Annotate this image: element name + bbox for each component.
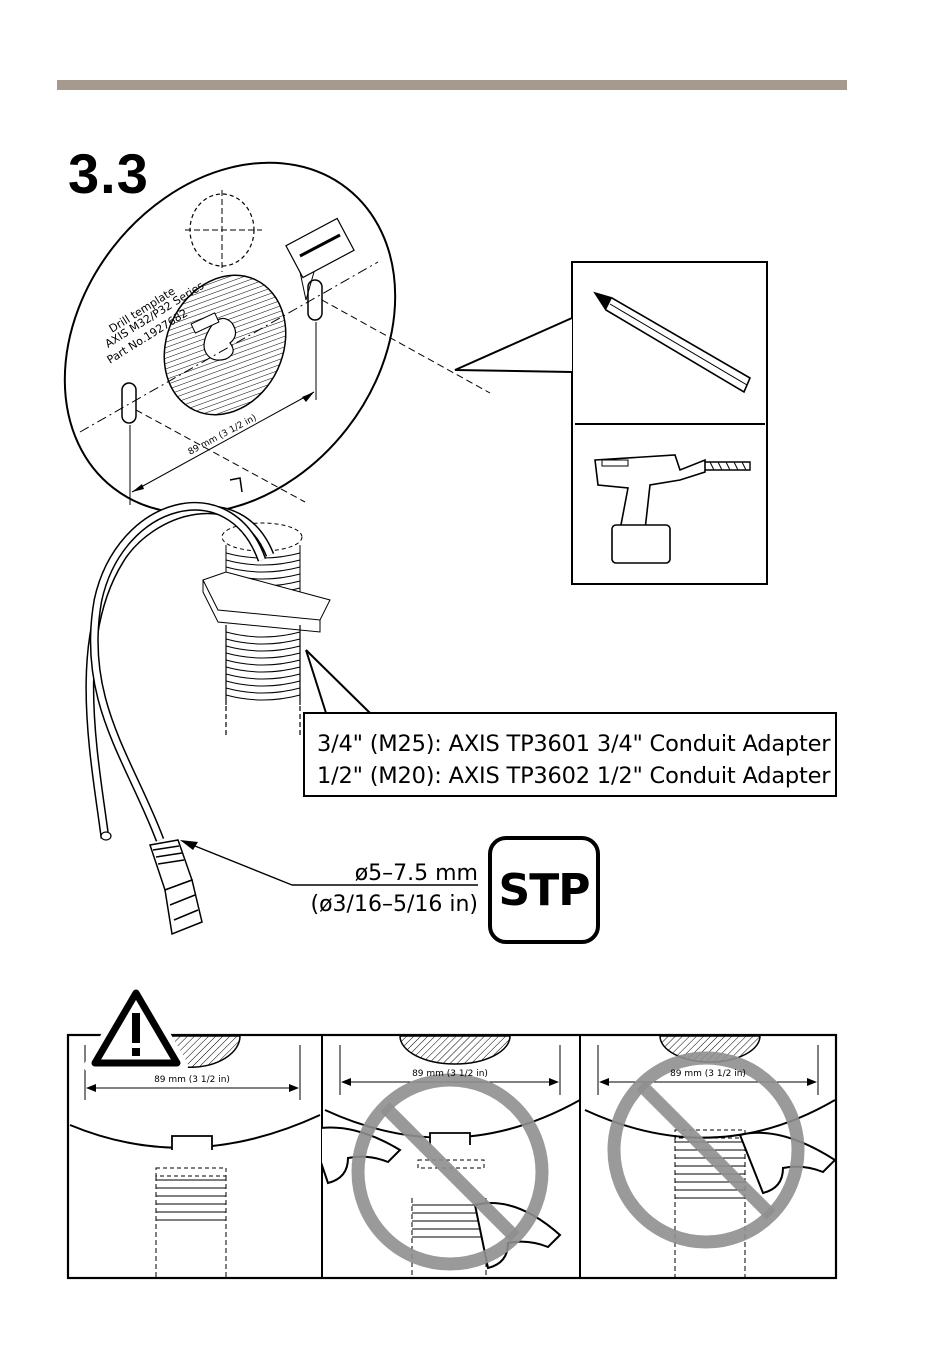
- conduit-line-m20: 1/2" (M20): AXIS TP3602 1/2" Conduit Ada…: [317, 760, 835, 792]
- cable-type-badge: STP: [488, 836, 600, 944]
- conduit-line-m25: 3/4" (M25): AXIS TP3601 3/4" Conduit Ada…: [317, 728, 835, 760]
- conduit-adapter-callout: 3/4" (M25): AXIS TP3601 3/4" Conduit Ada…: [303, 712, 837, 797]
- panel-1-dimension: 89 mm (3 1/2 in): [154, 1075, 230, 1085]
- warning-panels: 89 mm (3 1/2 in) 89 mm (3 1/2 in) 89 mm …: [68, 990, 836, 1278]
- cable-diameter-in: (ø3/16–5/16 in): [292, 889, 478, 920]
- conduit-adapter: [203, 523, 370, 735]
- warning-triangle-icon: [92, 990, 180, 1066]
- panel-3-dimension: 89 mm (3 1/2 in): [670, 1069, 746, 1079]
- panel-2-dimension: 89 mm (3 1/2 in): [412, 1069, 488, 1079]
- drill-template: 89 mm (3 1/2 in) Drill template AXIS M32…: [0, 97, 490, 579]
- tools-panel: [455, 262, 767, 584]
- cable-diameter-label: ø5–7.5 mm (ø3/16–5/16 in): [292, 858, 478, 920]
- cable-diameter-mm: ø5–7.5 mm: [292, 858, 478, 889]
